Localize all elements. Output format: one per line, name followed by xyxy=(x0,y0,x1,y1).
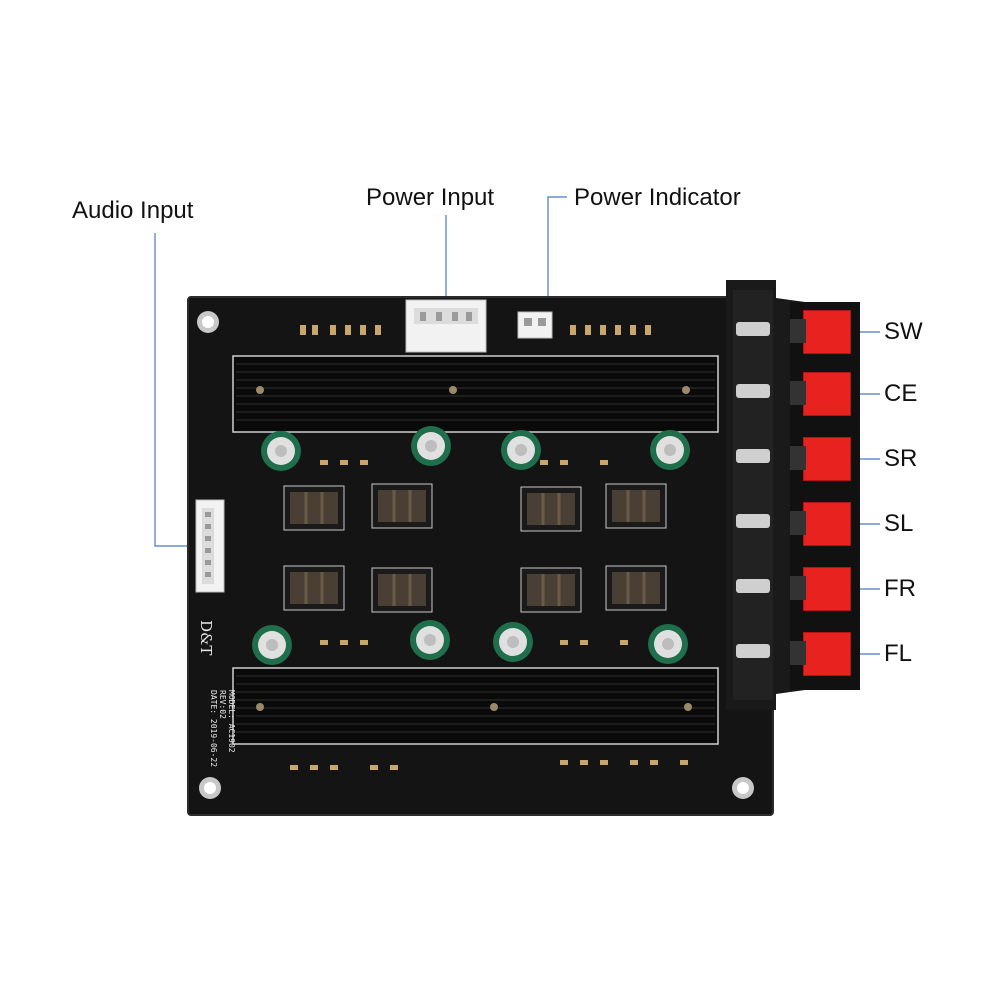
terminal-slot xyxy=(790,446,806,470)
mounting-hole-icon xyxy=(197,311,754,799)
heatsink-bottom xyxy=(232,667,719,745)
power-indicator-label: Power Indicator xyxy=(574,184,741,211)
speaker-terminal-sr xyxy=(790,437,851,481)
smd-components xyxy=(290,325,688,770)
output-label-sw: SW xyxy=(884,318,923,345)
terminal-slot xyxy=(790,576,806,600)
speaker-terminal-fr xyxy=(790,567,851,611)
electrolytic-capacitors xyxy=(252,426,690,665)
audio-input-connector xyxy=(195,499,225,593)
terminal-lug xyxy=(736,322,770,336)
output-label-fr: FR xyxy=(884,575,916,602)
power-input-connector xyxy=(405,299,487,353)
power-input-label: Power Input xyxy=(366,184,495,211)
output-label-sr: SR xyxy=(884,445,918,472)
model-label: MODEL: AC1902 xyxy=(227,690,236,753)
terminal-lug xyxy=(736,579,770,593)
rev-label: REV:02 xyxy=(218,690,227,719)
terminal-slot xyxy=(790,319,806,343)
output-label-sl: SL xyxy=(884,510,914,537)
terminal-lug xyxy=(736,449,770,463)
power-indicator-line xyxy=(547,196,567,310)
terminal-lug xyxy=(736,384,770,398)
speaker-terminal-sl xyxy=(790,502,851,546)
speaker-terminal-ce xyxy=(790,372,851,416)
terminal-lug xyxy=(736,644,770,658)
terminal-slot xyxy=(790,511,806,535)
speaker-terminal-block xyxy=(726,280,860,710)
speaker-terminal-sw xyxy=(790,310,851,354)
output-label-fl: FL xyxy=(884,640,913,667)
power-indicator-connector xyxy=(517,311,553,339)
date-label: DATE: 2019-06-22 xyxy=(209,690,218,768)
speaker-terminal-fl xyxy=(790,632,851,676)
terminal-slot xyxy=(790,381,806,405)
inductors xyxy=(283,483,667,613)
terminal-lug xyxy=(736,514,770,528)
heatsink-top xyxy=(232,355,719,433)
output-label-ce: CE xyxy=(884,380,918,407)
terminal-slot xyxy=(790,641,806,665)
audio-input-label: Audio Input xyxy=(72,197,194,224)
